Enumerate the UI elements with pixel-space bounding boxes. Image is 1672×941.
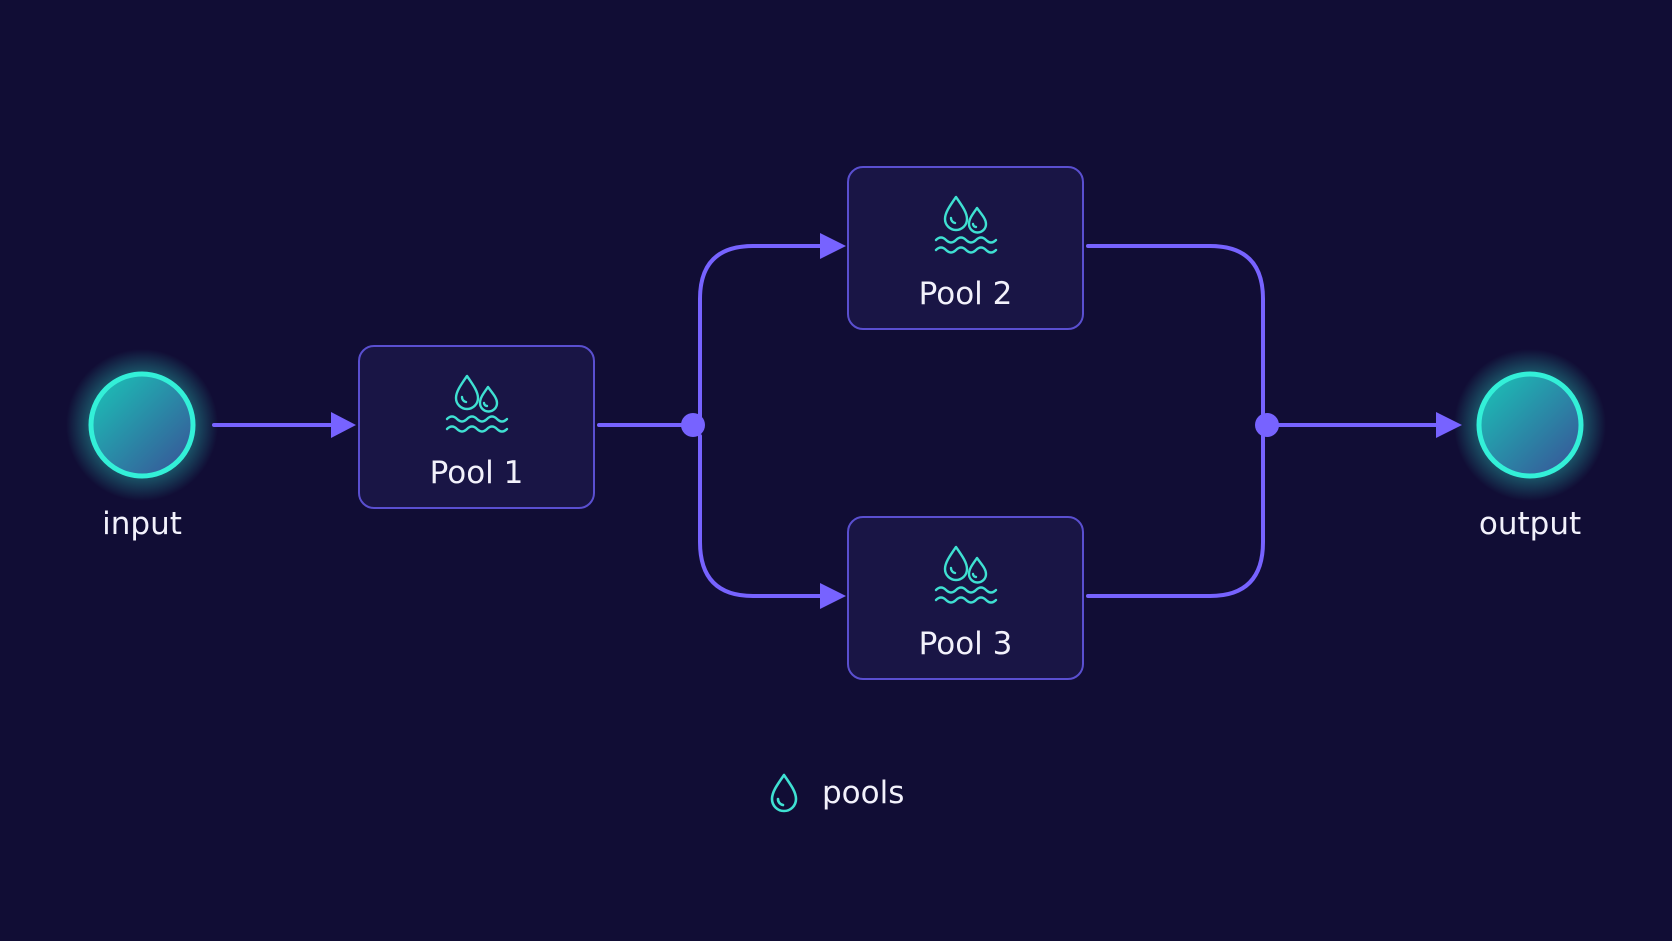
- water-drops-icon: [934, 545, 997, 604]
- pool-1-box: Pool 1: [358, 345, 595, 509]
- output-node: [1454, 349, 1606, 501]
- pool-3-label: Pool 3: [918, 626, 1013, 662]
- arrow-head-output: [1436, 412, 1462, 438]
- output-label: output: [1478, 506, 1582, 542]
- pool-1-label: Pool 1: [429, 455, 524, 491]
- drop-icon: [770, 773, 798, 813]
- pool-2-box: Pool 2: [847, 166, 1084, 330]
- pool-2-label: Pool 2: [918, 276, 1013, 312]
- arrow-head-pool1: [331, 412, 356, 438]
- connector-split-pool2: [698, 244, 824, 427]
- connector-pool3-merge: [1086, 434, 1265, 598]
- water-drops-icon: [445, 374, 508, 433]
- split-junction: [681, 413, 705, 437]
- pool-3-box: Pool 3: [847, 516, 1084, 680]
- connector-pool2-merge: [1086, 244, 1265, 416]
- merge-junction: [1255, 413, 1279, 437]
- legend: pools: [768, 770, 904, 816]
- input-node: [66, 349, 218, 501]
- connector-split-pool3: [698, 434, 824, 598]
- input-label: input: [102, 506, 182, 542]
- arrow-head-pool3: [820, 583, 846, 609]
- legend-label: pools: [822, 775, 905, 811]
- arrow-head-pool2: [820, 233, 846, 259]
- water-drops-icon: [934, 195, 997, 254]
